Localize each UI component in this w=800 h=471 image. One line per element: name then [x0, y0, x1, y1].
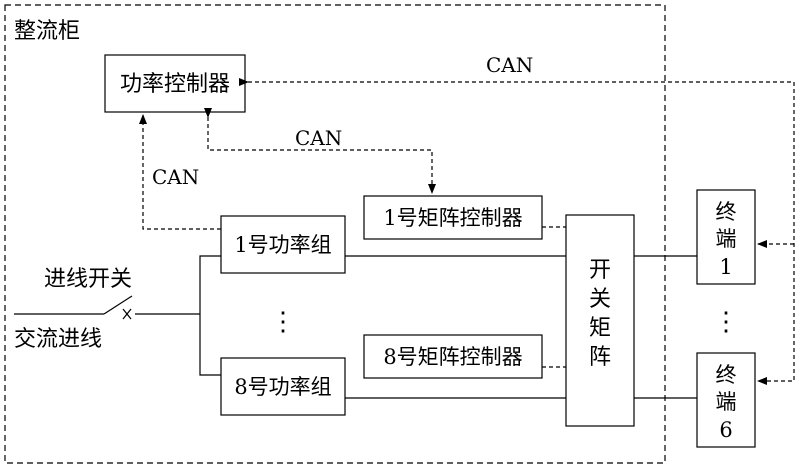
terminal-1-char-1: 终: [716, 200, 737, 224]
terminal-1-char-2: 端: [716, 227, 737, 251]
terminal-6-char-3: 6: [719, 418, 732, 442]
switch-matrix-char-1: 开: [589, 258, 611, 283]
terminal-6-char-1: 终: [716, 363, 737, 387]
power-controller-box: [104, 54, 246, 113]
power-group-8-label: 8号功率组: [234, 375, 331, 399]
can-label-left: CAN: [152, 165, 199, 189]
power-controller-label: 功率控制器: [120, 72, 230, 97]
switch-matrix-char-3: 矩: [589, 316, 611, 341]
power-group-1-label: 1号功率组: [234, 233, 331, 257]
cabinet-title: 整流柜: [14, 19, 80, 44]
can-bus-lines: [139, 78, 795, 385]
terminal-1-char-3: 1: [719, 255, 732, 279]
ac-incoming-label: 交流进线: [14, 327, 102, 352]
can-label-top: CAN: [486, 53, 533, 77]
terminal-6-char-2: 端: [716, 390, 737, 414]
switch-matrix-char-2: 关: [589, 287, 611, 312]
cabinet-boundary: [4, 4, 666, 464]
power-groups-ellipsis: ⋮: [270, 307, 296, 337]
terminals-ellipsis: ⋮: [713, 307, 739, 337]
matrix-controller-1-label: 1号矩阵控制器: [383, 206, 522, 230]
can-label-mid: CAN: [295, 126, 342, 150]
switch-matrix-char-4: 阵: [589, 345, 611, 370]
incoming-switch-label: 进线开关: [44, 267, 132, 292]
matrix-controller-8-label: 8号矩阵控制器: [383, 345, 522, 369]
